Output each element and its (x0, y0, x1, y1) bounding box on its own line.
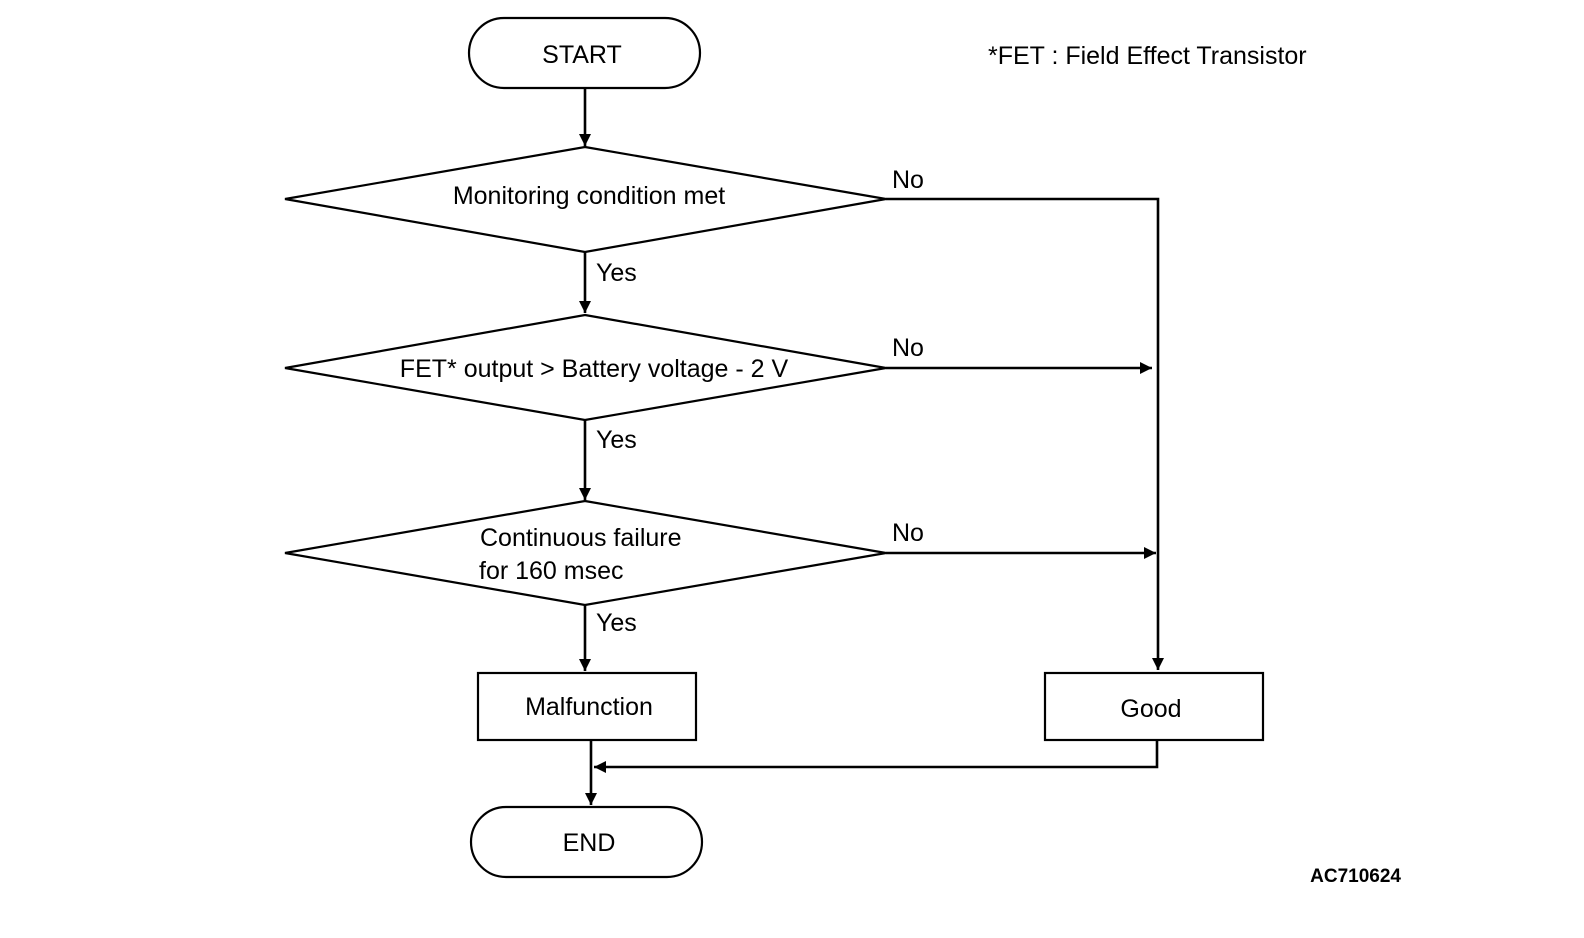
malfunction-box (476, 671, 698, 742)
decision-continuous-failure: Continuous failure for 160 msec (284, 499, 887, 607)
good-label: Good (1120, 695, 1181, 723)
good-box (1043, 671, 1265, 742)
decision-2-yes-label: Yes (596, 426, 637, 454)
figure-code: AC710624 (1310, 866, 1401, 887)
connector-decision1-no-to-good (886, 197, 1164, 670)
decision-1-no-label: No (892, 166, 924, 194)
decision-2-label: FET* output > Battery voltage - 2 V (400, 355, 789, 383)
end-node: END (469, 805, 704, 879)
malfunction-node: Malfunction (476, 671, 698, 742)
decision-3-label-line2: for 160 msec (479, 557, 624, 585)
start-node: START (467, 16, 702, 90)
connector-good-to-merge (594, 740, 1159, 773)
end-label: END (563, 829, 616, 857)
end-terminator-shape (469, 805, 704, 879)
decision-monitoring-condition: Monitoring condition met (284, 145, 887, 254)
decision-3-yes-label: Yes (596, 609, 637, 637)
malfunction-label: Malfunction (525, 693, 653, 721)
decision-1-label: Monitoring condition met (453, 182, 725, 210)
good-node: Good (1043, 671, 1265, 742)
decision-3-label-line1: Continuous failure (480, 524, 682, 552)
footnote: *FET : Field Effect Transistor (988, 42, 1307, 70)
decision-1-yes-label: Yes (596, 259, 637, 287)
decision-fet-output: FET* output > Battery voltage - 2 V (284, 313, 887, 422)
decision-3-no-label: No (892, 519, 924, 547)
start-label: START (542, 41, 622, 69)
decision-diamond-3 (284, 499, 887, 607)
decision-2-no-label: No (892, 334, 924, 362)
